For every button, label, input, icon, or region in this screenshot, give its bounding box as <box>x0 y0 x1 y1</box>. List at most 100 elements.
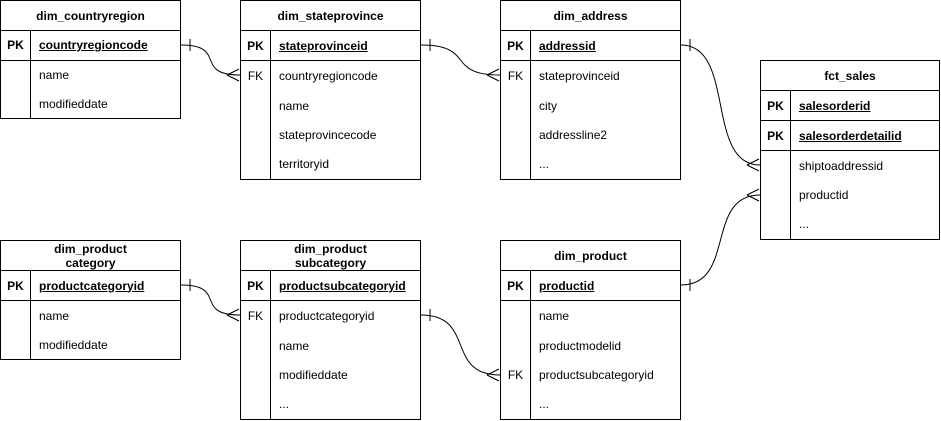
column-row: FK stateprovinceid <box>501 61 680 91</box>
column-row: modifieddate <box>1 330 180 359</box>
relation-dim_productsubcategory-to-dim_product <box>420 309 501 382</box>
relation-wire <box>680 194 761 286</box>
column-name: ... <box>279 397 290 412</box>
key-label-pk: PK <box>761 121 791 151</box>
column-name: stateprovincecode <box>279 127 377 142</box>
table-title: dim_stateprovince <box>241 1 420 31</box>
column-row: productmodelid <box>501 330 680 361</box>
key-cell-empty <box>1 89 31 119</box>
column-row: modifieddate <box>241 360 420 390</box>
column-row: FK productcategoryid <box>241 301 420 331</box>
key-label-pk: PK <box>1 31 31 60</box>
column-row: name <box>241 330 420 361</box>
cardinality-many-crowfoot <box>226 308 240 322</box>
table-title: dim_product category <box>1 241 180 271</box>
key-label-fk: FK <box>501 61 531 91</box>
column-name: productsubcategoryid <box>279 278 406 293</box>
relation-dim_address-to-fct_sales <box>680 39 761 172</box>
column-row: territoryid <box>241 149 420 180</box>
column-row: ... <box>761 209 939 240</box>
column-row: ... <box>501 149 680 180</box>
key-cell-empty <box>761 151 791 181</box>
column-row: shiptoaddressid <box>761 151 939 181</box>
key-cell-empty <box>501 120 531 150</box>
column-name: shiptoaddressid <box>799 159 884 173</box>
key-label-fk: FK <box>241 301 271 331</box>
column-name: name <box>279 98 310 113</box>
column-name: name <box>39 308 70 323</box>
table-title: dim_product <box>501 241 680 271</box>
relation-dim_stateprovince-to-dim_address <box>420 39 501 82</box>
table-title: dim_product subcategory <box>241 241 420 271</box>
key-label-pk: PK <box>1 271 31 300</box>
column-name: productid <box>539 278 595 293</box>
cardinality-many-crowfoot <box>486 68 500 82</box>
column-name: countryregioncode <box>279 69 378 84</box>
column-row: PK productcategoryid <box>1 271 180 301</box>
column-name: ... <box>799 217 810 232</box>
column-row: addressline2 <box>501 120 680 150</box>
column-name: productcategoryid <box>39 278 145 293</box>
table-title: dim_address <box>501 1 680 31</box>
column-row: name <box>1 60 180 90</box>
column-name: modifieddate <box>39 96 108 111</box>
column-name: addressline2 <box>539 127 608 142</box>
column-row: productid <box>761 180 939 210</box>
cardinality-many-crowfoot <box>486 368 500 382</box>
key-cell-empty <box>1 60 31 90</box>
column-name: stateprovinceid <box>279 38 368 53</box>
column-row: modifieddate <box>1 89 180 119</box>
column-row: FK countryregioncode <box>241 61 420 91</box>
relation-wire <box>420 314 501 376</box>
column-name: city <box>539 98 557 113</box>
column-row: ... <box>501 389 680 420</box>
key-cell-empty <box>761 180 791 210</box>
column-row: name <box>241 90 420 121</box>
column-name: name <box>539 309 570 324</box>
relation-wire <box>180 44 241 76</box>
key-cell-empty <box>241 120 271 150</box>
column-name: countryregioncode <box>39 38 148 53</box>
key-label-pk: PK <box>241 271 271 301</box>
key-cell-empty <box>241 330 271 361</box>
key-cell-empty <box>501 389 531 420</box>
key-cell-empty <box>241 360 271 390</box>
column-name: addressid <box>539 38 596 53</box>
column-row: PK countryregioncode <box>1 31 180 61</box>
relation-wire <box>180 284 241 316</box>
column-name: modifieddate <box>39 337 108 352</box>
column-name: productcategoryid <box>279 309 375 324</box>
key-cell-empty <box>1 301 31 330</box>
column-name: productsubcategoryid <box>539 367 654 382</box>
key-label-pk: PK <box>761 91 791 121</box>
table-rows: PK productcategoryid name modifieddate <box>1 271 180 359</box>
cardinality-many-crowfoot <box>746 158 760 172</box>
column-row: PK productsubcategoryid <box>241 271 420 302</box>
key-label-pk: PK <box>501 271 531 301</box>
column-name: stateprovinceid <box>539 69 620 84</box>
column-row: ... <box>241 389 420 420</box>
key-label-pk: PK <box>501 31 531 61</box>
relation-dim_countryregion-to-dim_stateprovince <box>180 39 241 82</box>
column-name: name <box>39 68 70 82</box>
key-cell-empty <box>501 330 531 361</box>
key-cell-empty <box>241 149 271 180</box>
relation-wire <box>420 44 501 76</box>
relation-dim_productcategory-to-dim_productsubcategory <box>180 279 241 322</box>
key-cell-empty <box>1 330 31 359</box>
column-row: name <box>1 301 180 330</box>
key-label-fk: FK <box>241 61 271 91</box>
column-name: territoryid <box>279 157 330 172</box>
